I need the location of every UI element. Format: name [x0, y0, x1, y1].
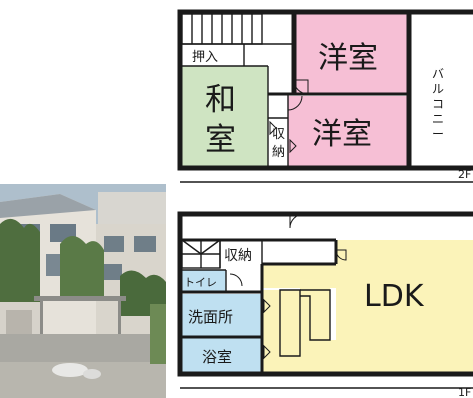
- balcony-char-1: バ: [432, 67, 444, 81]
- balcony-char-4: ニ: [432, 112, 444, 126]
- youshitsu-north-fill: [294, 14, 409, 94]
- youshitsu-north-label: 洋室: [318, 41, 378, 76]
- ldk-label: LDK: [364, 279, 425, 314]
- oshiire-label: 押入: [192, 50, 218, 65]
- washitsu-label-1: 和: [205, 82, 236, 118]
- floor-2-level-label: 2F: [458, 168, 471, 181]
- floor-2-plan: [177, 9, 473, 183]
- bathroom-fill: [182, 338, 262, 372]
- washitsu-fill: [182, 66, 268, 166]
- toilet-fill: [182, 270, 226, 292]
- washroom-fill: [182, 294, 262, 336]
- house-exterior-photo: [0, 184, 166, 398]
- youshitsu-south-label: 洋室: [312, 117, 372, 152]
- balcony-char-5: ー: [432, 127, 444, 141]
- balcony-char-2: ル: [432, 82, 444, 96]
- balcony-char-3: コ: [432, 97, 444, 111]
- floor-1-level-label: 1F: [458, 386, 471, 398]
- washroom-label: 洗面所: [188, 308, 233, 326]
- storage-2f-label-1: 収: [272, 127, 285, 142]
- storage-1f-label: 収納: [224, 248, 252, 264]
- bathroom-label: 浴室: [202, 348, 232, 366]
- floor-1-plan: [177, 211, 473, 394]
- washitsu-label-2: 室: [205, 122, 236, 158]
- youshitsu-south-fill: [288, 96, 409, 166]
- storage-2f-label-2: 納: [272, 145, 285, 160]
- toilet-label: トイレ: [184, 276, 217, 289]
